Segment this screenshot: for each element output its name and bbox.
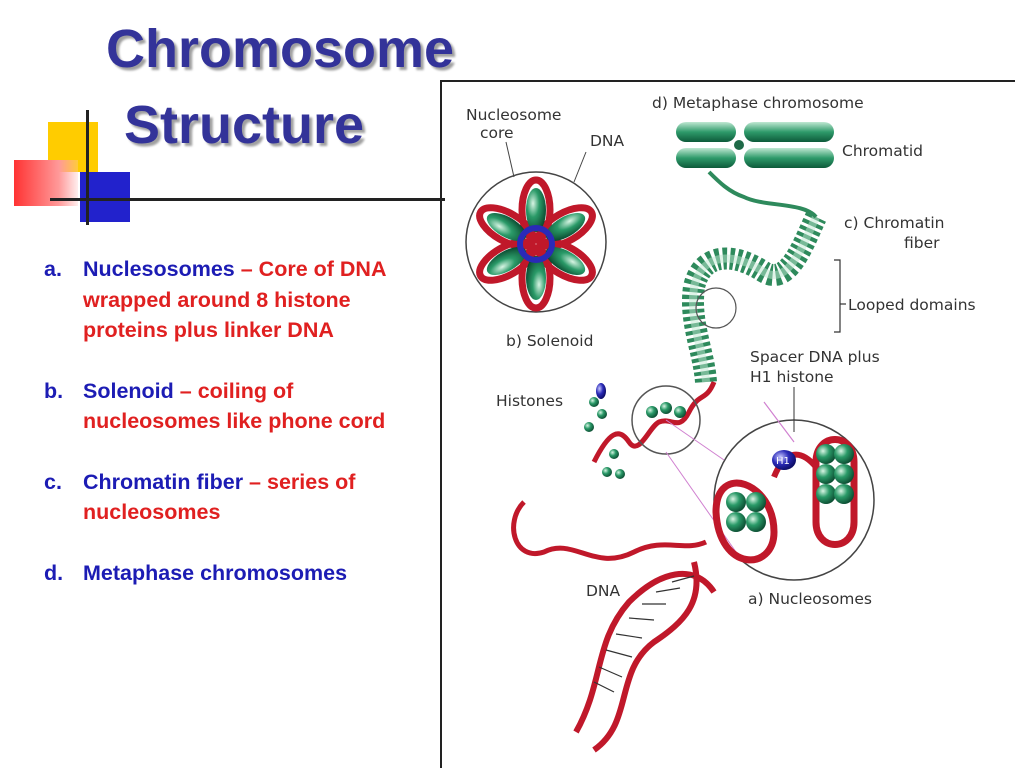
bullet-marker: d. [44,560,64,585]
figure-left-border [440,80,442,768]
bullet-dash: – [173,378,198,403]
h1-label: H1 [776,456,790,467]
label-dna-top: DNA [590,132,625,150]
label-nucleosomes: a) Nucleosomes [748,590,872,608]
label-histones: Histones [496,392,563,410]
bullet-item-a: a. Nuclesosomes – Core of DNA wrapped ar… [44,254,434,346]
label-nucleosome-core-2: core [480,124,514,142]
slide-title-line-2: Structure [124,95,365,155]
solenoid-diagram [465,141,607,313]
bullet-item-b: b. Solenoid – coiling of nucleosomes lik… [44,376,434,437]
label-looped-domains: Looped domains [848,296,976,314]
slide-title-line-1: Chromosome [106,19,455,79]
label-metaphase: d) Metaphase chromosome [652,94,864,112]
title-underline [50,198,445,201]
decor-vertical-line [86,110,89,225]
bullet-item-c: c. Chromatin fiber – series of nucleosom… [44,467,434,528]
bullet-marker: c. [44,469,62,494]
dna-double-helix [511,500,717,753]
label-nucleosome-core-1: Nucleosome [466,106,561,124]
label-solenoid: b) Solenoid [506,332,593,350]
figure-top-border [440,80,1015,82]
bullet-desc: Core of DNA wrapped around 8 histone pro… [83,257,386,342]
bullet-dash: – [234,257,259,281]
bullet-term: Solenoid [83,378,174,403]
figure-labels: d) Metaphase chromosome Chromatid Nucleo… [466,94,976,608]
nucleosome-zoom: H1 [665,387,875,581]
label-dna-bottom: DNA [586,582,621,600]
label-chromatid: Chromatid [842,142,923,160]
label-chromatin-fiber-2: fiber [904,234,940,252]
bullet-desc: series of nucleosomes [83,469,356,525]
label-chromatin-fiber-1: c) Chromatin [844,214,944,232]
bullet-term: Chromatin fiber [83,469,244,494]
chromosome-figure: H1 d) Metaphase chromosome Chromatid Nuc… [465,94,976,753]
bullet-desc: coiling of nucleosomes like phone cord [83,378,386,434]
bullet-term: Nuclesosomes [83,257,235,281]
bullet-marker: b. [44,378,64,403]
label-spacer-2: H1 histone [750,368,834,386]
label-spacer-1: Spacer DNA plus [750,348,880,366]
chromatin-fiber [682,170,826,384]
metaphase-chromosome [676,122,834,168]
bullet-marker: a. [44,257,62,281]
bullet-item-d: d. Metaphase chromosomes [44,558,434,589]
bullet-term: Metaphase chromosomes [83,560,348,585]
bullet-dash: – [243,469,267,494]
histone-coil [584,380,717,479]
bullet-list: a. Nuclesosomes – Core of DNA wrapped ar… [44,254,434,618]
